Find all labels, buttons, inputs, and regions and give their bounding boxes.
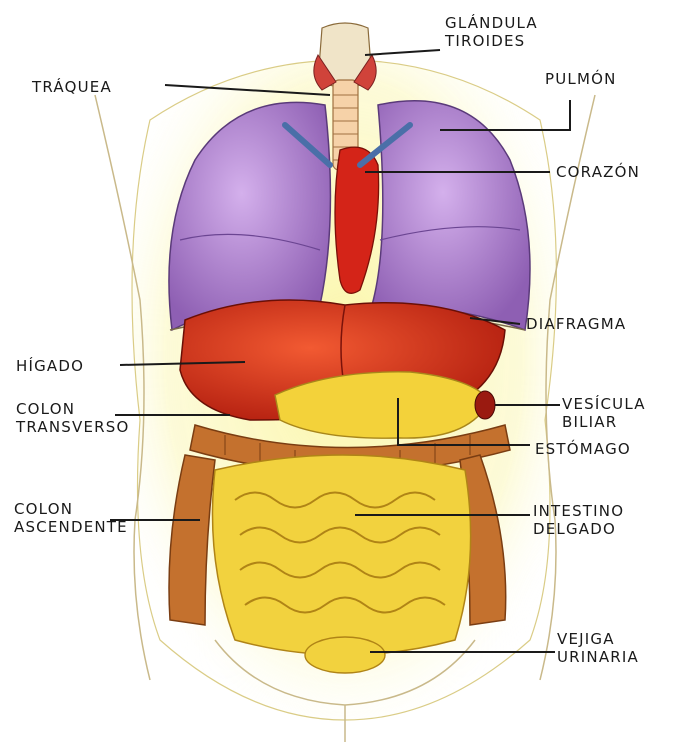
urinary-bladder bbox=[305, 637, 385, 673]
label-higado: HÍGADO bbox=[16, 357, 84, 375]
label-vejiga-urinaria: VEJIGA URINARIA bbox=[557, 630, 639, 666]
small-intestine bbox=[213, 455, 471, 655]
label-intestino-delgado: INTESTINO DELGADO bbox=[533, 502, 624, 538]
label-corazon: CORAZÓN bbox=[556, 163, 640, 181]
label-glandula-tiroides: GLÁNDULA TIROIDES bbox=[445, 14, 538, 50]
label-colon-transverso: COLON TRANSVERSO bbox=[16, 400, 129, 436]
label-estomago: ESTÓMAGO bbox=[535, 440, 631, 458]
leader-glandula bbox=[365, 50, 440, 55]
label-colon-ascendente: COLON ASCENDENTE bbox=[14, 500, 128, 536]
label-traquea: TRÁQUEA bbox=[32, 78, 112, 96]
label-diafragma: DIAFRAGMA bbox=[526, 315, 626, 333]
label-pulmon: PULMÓN bbox=[545, 70, 617, 88]
label-vesicula-biliar: VESÍCULA BILIAR bbox=[562, 395, 646, 431]
gallbladder bbox=[475, 391, 495, 419]
